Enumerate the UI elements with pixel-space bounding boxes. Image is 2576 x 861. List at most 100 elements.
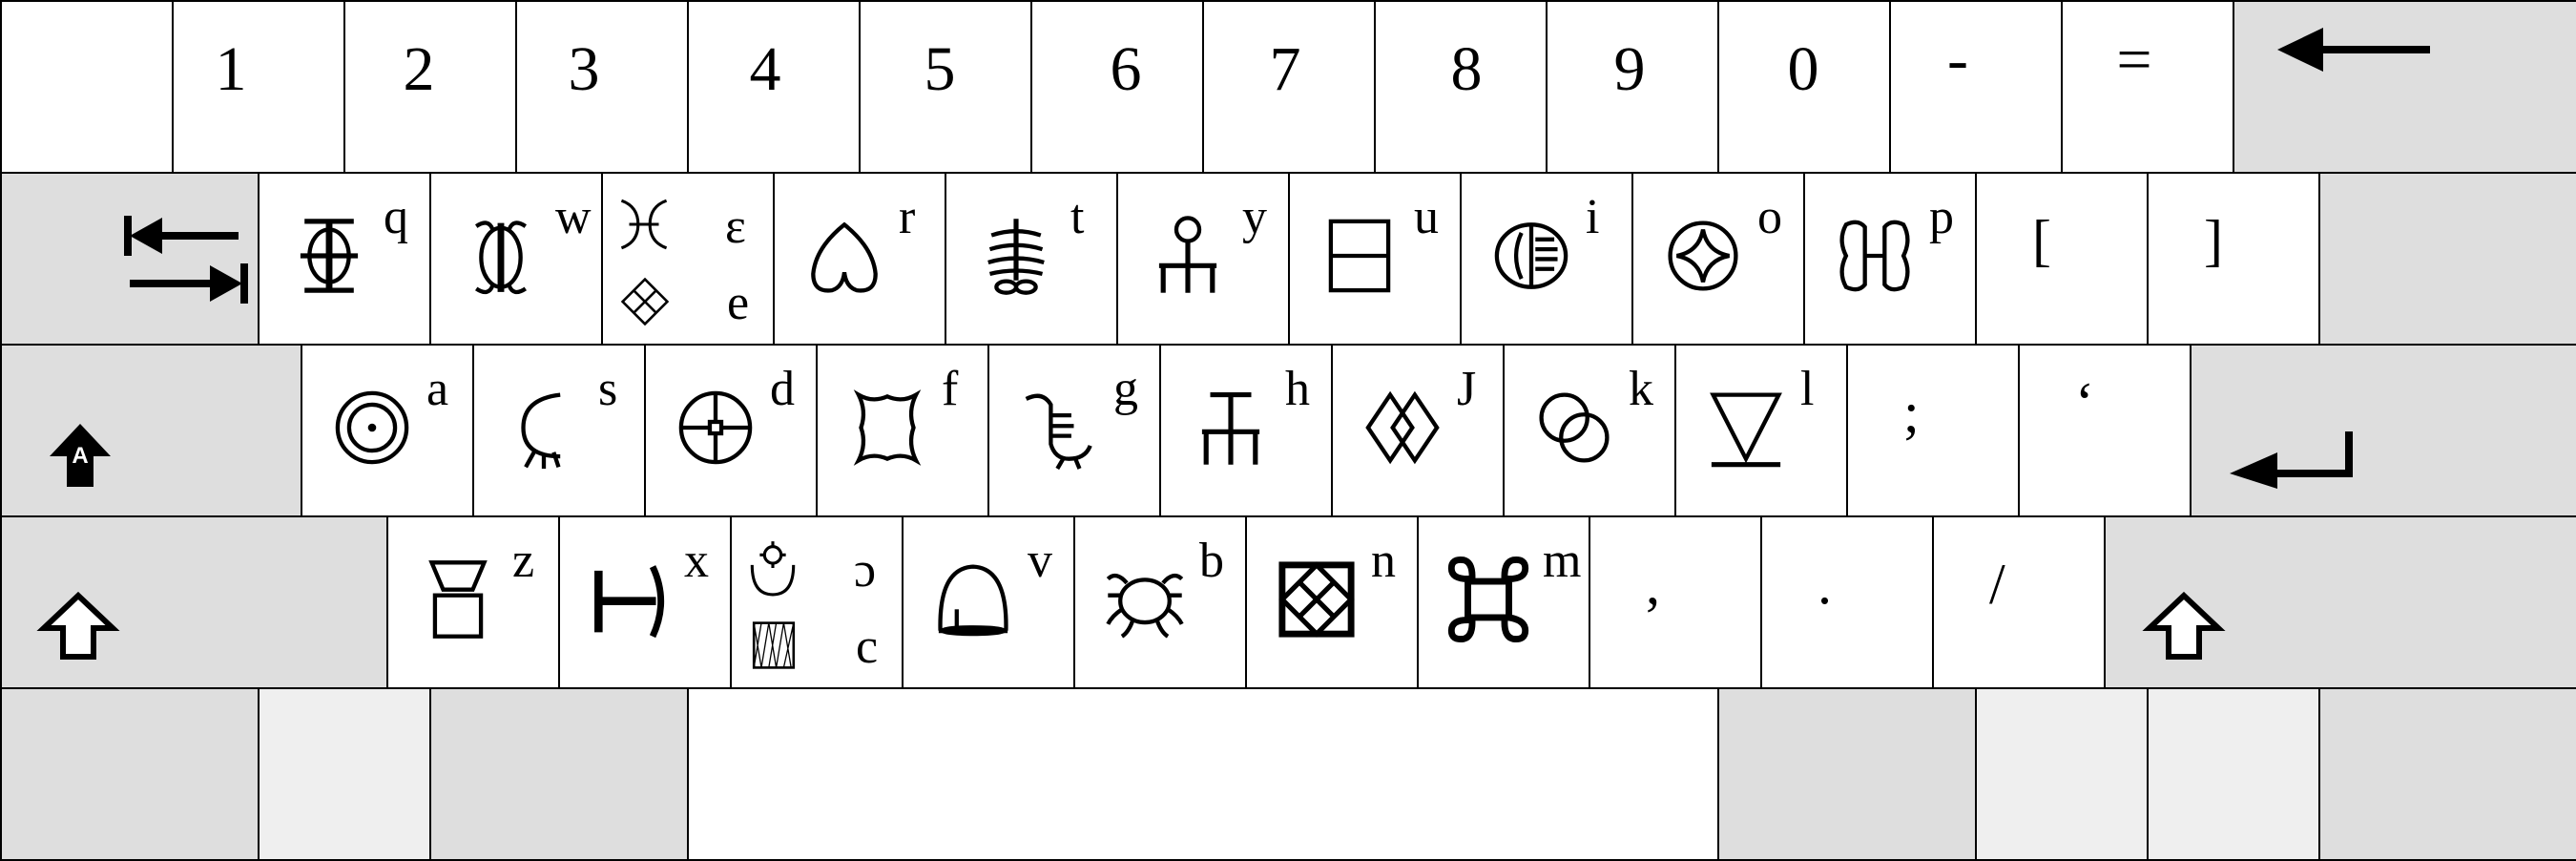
k-symbol-icon — [1539, 392, 1610, 463]
key-i[interactable]: i — [1460, 172, 1633, 346]
key-backtick[interactable] — [0, 0, 174, 174]
key-g-label: g — [1113, 362, 1138, 416]
key-7[interactable]: 7 — [1202, 0, 1376, 174]
key-v[interactable]: v — [902, 515, 1075, 689]
key-5[interactable]: 5 — [859, 0, 1032, 174]
key-x[interactable]: x — [558, 515, 732, 689]
key-rshift[interactable] — [2104, 515, 2576, 689]
key-f[interactable]: f — [816, 344, 989, 517]
key-ralt[interactable] — [1717, 687, 1977, 861]
key-s[interactable]: s — [472, 344, 646, 517]
key-rwin[interactable] — [1975, 687, 2149, 861]
key-p[interactable]: p — [1803, 172, 1977, 346]
e-symbol-icon — [620, 199, 668, 250]
key-q-label: q — [384, 190, 408, 244]
t-symbol-icon — [987, 219, 1045, 295]
key-u[interactable]: u — [1288, 172, 1462, 346]
a-symbol-icon — [335, 390, 409, 465]
key-quote[interactable]: ‘ — [2018, 344, 2192, 517]
key-quote-label: ‘ — [2075, 371, 2094, 434]
key-3[interactable]: 3 — [515, 0, 689, 174]
key-lbracket-label: [ — [2032, 209, 2051, 272]
g-symbol-icon — [1025, 393, 1092, 471]
h-symbol-icon — [1201, 392, 1260, 465]
key-semicolon[interactable]: ; — [1846, 344, 2020, 517]
key-comma[interactable]: , — [1589, 515, 1762, 689]
key-8[interactable]: 8 — [1374, 0, 1548, 174]
key-menu[interactable] — [2147, 687, 2320, 861]
key-y[interactable]: y — [1116, 172, 1290, 346]
key-tab[interactable] — [0, 172, 260, 346]
key-j[interactable]: J — [1331, 344, 1505, 517]
key-b-label: b — [1199, 534, 1224, 588]
o-symbol-icon — [1668, 220, 1738, 291]
key-lshift[interactable] — [0, 515, 388, 689]
key-6-label: 6 — [1110, 34, 1142, 104]
y-symbol-icon — [1158, 216, 1217, 293]
key-backslash[interactable] — [2318, 172, 2576, 346]
key-2[interactable]: 2 — [343, 0, 517, 174]
s-symbol-icon — [521, 392, 561, 469]
key-n-label: n — [1371, 534, 1396, 588]
key-minus[interactable]: - — [1889, 0, 2063, 174]
key-9[interactable]: 9 — [1546, 0, 1719, 174]
key-lbracket[interactable]: [ — [1975, 172, 2149, 346]
key-b[interactable]: b — [1073, 515, 1247, 689]
key-minus-label: - — [1947, 25, 1968, 94]
key-r-label: r — [899, 190, 916, 244]
f-symbol-icon — [853, 389, 922, 466]
key-capslock[interactable]: A — [0, 344, 302, 517]
shift-icon — [2142, 591, 2226, 660]
key-6[interactable]: 6 — [1030, 0, 1204, 174]
key-c-alt-label: ɔ — [854, 543, 877, 598]
key-n[interactable]: n — [1245, 515, 1419, 689]
key-d[interactable]: d — [644, 344, 818, 517]
key-o[interactable]: o — [1631, 172, 1805, 346]
c-symbol-icon — [750, 541, 796, 597]
key-p-label: p — [1929, 190, 1954, 244]
b-symbol-icon — [1106, 573, 1184, 639]
key-k[interactable]: k — [1503, 344, 1676, 517]
key-g[interactable]: g — [987, 344, 1161, 517]
key-h-label: h — [1285, 362, 1310, 416]
key-rbracket[interactable]: ] — [2147, 172, 2320, 346]
key-z[interactable]: z — [386, 515, 560, 689]
key-lwin[interactable] — [258, 687, 431, 861]
key-r[interactable]: r — [773, 172, 946, 346]
j-symbol-icon — [1365, 390, 1440, 465]
key-rbracket-label: ] — [2204, 209, 2223, 272]
key-rctrl[interactable] — [2318, 687, 2576, 861]
key-q[interactable]: q — [258, 172, 431, 346]
key-space[interactable] — [687, 687, 1719, 861]
n-symbol-icon — [1278, 561, 1355, 638]
key-t[interactable]: t — [945, 172, 1118, 346]
key-enter[interactable] — [2190, 344, 2576, 517]
key-w[interactable]: w — [429, 172, 603, 346]
key-m[interactable]: m — [1417, 515, 1590, 689]
key-a[interactable]: a — [301, 344, 474, 517]
key-1[interactable]: 1 — [172, 0, 345, 174]
tab-icon — [124, 216, 248, 304]
u-symbol-icon — [1328, 219, 1391, 293]
key-4[interactable]: 4 — [687, 0, 861, 174]
key-lctrl[interactable] — [0, 687, 260, 861]
key-l[interactable]: l — [1674, 344, 1848, 517]
key-period[interactable]: . — [1760, 515, 1934, 689]
key-backspace[interactable] — [2233, 0, 2576, 174]
key-y-label: y — [1242, 190, 1267, 244]
key-equals[interactable]: = — [2061, 0, 2234, 174]
backspace-arrow-icon — [2277, 28, 2430, 72]
key-slash[interactable]: / — [1932, 515, 2106, 689]
key-m-label: m — [1543, 534, 1582, 588]
key-f-label: f — [942, 362, 959, 416]
key-h[interactable]: h — [1159, 344, 1333, 517]
enter-icon — [2230, 431, 2353, 489]
key-0-label: 0 — [1787, 34, 1819, 104]
key-d-label: d — [770, 362, 795, 416]
key-lalt[interactable] — [429, 687, 689, 861]
key-0[interactable]: 0 — [1717, 0, 1891, 174]
key-v-label: v — [1028, 534, 1052, 588]
